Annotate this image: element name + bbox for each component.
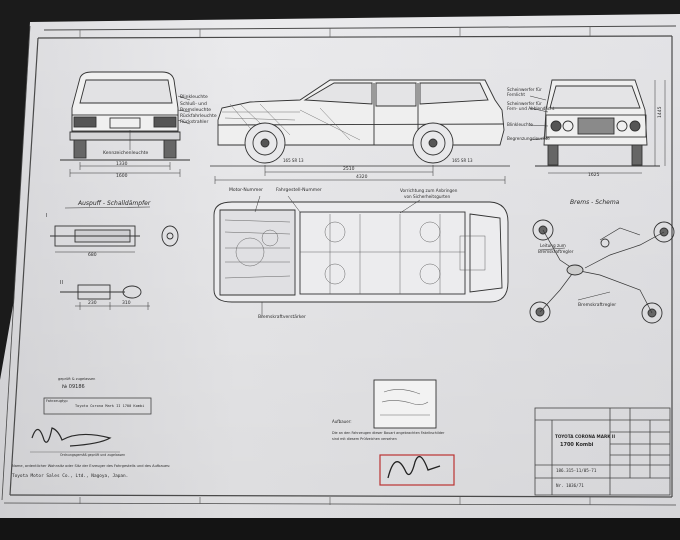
top-view-drawing [213,195,509,318]
exhaust-sub2-dim: 310 [122,301,131,306]
red-stamp-signature [387,455,441,479]
brake-schema-drawing [529,219,675,324]
brake-line-label: Leitung zum [540,243,566,248]
height-dim: 1445 [658,106,663,118]
title-serial: Nr. 1036/71 [556,483,584,488]
footer-company: Toyota Motor Sales Co., Ltd., Nagoya, Ja… [12,474,129,479]
exhaust-length-dim: 680 [88,253,97,258]
rear-track-dim: 1330 [116,162,128,167]
rear-label-1: Blinkleuchte [180,95,208,100]
towing-hook-label: Vorrichtung zum Anbringen [400,188,458,193]
front-track-dim: 1625 [588,173,600,178]
plate-light-label: Kennzeichenleuchte [103,151,149,156]
side-view-drawing [210,79,510,184]
exhaust-roman-1: I [46,213,48,219]
exhaust-roman-2: II [60,280,63,286]
signature-left [31,427,112,447]
vehicle-type-value: Toyota Corona Mark II 1700 Kombi [75,404,145,408]
title-block [534,407,671,496]
rear-width-dim: 1600 [116,174,128,179]
brake-booster-label: Bremskraftverstärker [258,315,306,320]
title-model-line-2: 1700 Kombi [560,442,594,448]
approval-stamp-box [373,379,437,429]
brake-line-label-2: Bremskraftregler [538,249,574,254]
chassis-number-label: Fahrgestell-Nummer [276,188,322,193]
rear-tire-label: 165 SR 13 [452,158,473,163]
title-model-line-1: TOYOTA CORONA MARK II [555,434,616,439]
front-label-2: Fernlicht [507,92,525,97]
approval-note: Die an den Fahrzeugen dieser Bauart ange… [332,431,445,435]
front-label-6: Begrenzungsleuchte [507,136,550,141]
rear-label-4: Rückfahrleuchte [180,114,217,119]
brake-regulator-label: Bremskraftregler [578,303,617,308]
title-drawing-number: 186.315-11/05-71 [556,468,597,473]
rear-label-5: Rückstrahler [180,120,209,125]
wheelbase-dim: 2510 [343,167,355,172]
border-ticks [79,26,591,505]
exhaust-section-title: Auspuff - Schalldämpfer [78,200,151,207]
drawing-border [1,25,677,506]
vehicle-type-label: Fahrzeugtyp [46,399,68,403]
front-label-3: Scheinwerfer für [507,101,542,106]
approval-note-2: sind mit diesem Prüfzeichen versehen [332,437,397,441]
motor-number-label: Motor-Nummer [229,188,263,193]
front-label-1: Scheinwerfer für [507,87,542,92]
towing-hook-label-2: von Sicherheitsgurten [404,194,451,199]
front-tire-label: 165 SR 13 [283,158,304,163]
footer-note: Name, ordentlicher Wohnsitz oder Sitz de… [12,464,171,468]
front-label-4: Fern- und Abblendlicht [507,106,555,111]
rear-label-3: Bremsleuchte [180,108,212,113]
brake-section-title: Brems - Schema [570,199,620,206]
signature-caption: Ordnungsgemäß geprüft und zugelassen [60,453,126,457]
rear-view-drawing [60,71,191,177]
front-view-drawing [529,79,666,174]
front-label-5: Blinkleuchte [507,122,533,127]
rear-label-2: Schluß- und [180,102,207,107]
length-dim: 4320 [356,175,368,180]
approval-stamp-mark [380,389,430,416]
number-stamp-head: geprüft & zugelassen [58,377,96,381]
stamp-caption: Aufbauer: [332,419,352,424]
vehicle-type-box [43,397,152,415]
red-stamp [379,454,455,486]
number-stamp: № 09186 [62,384,85,390]
exhaust-drawing [50,225,179,310]
exhaust-sub1-dim: 230 [88,301,97,306]
